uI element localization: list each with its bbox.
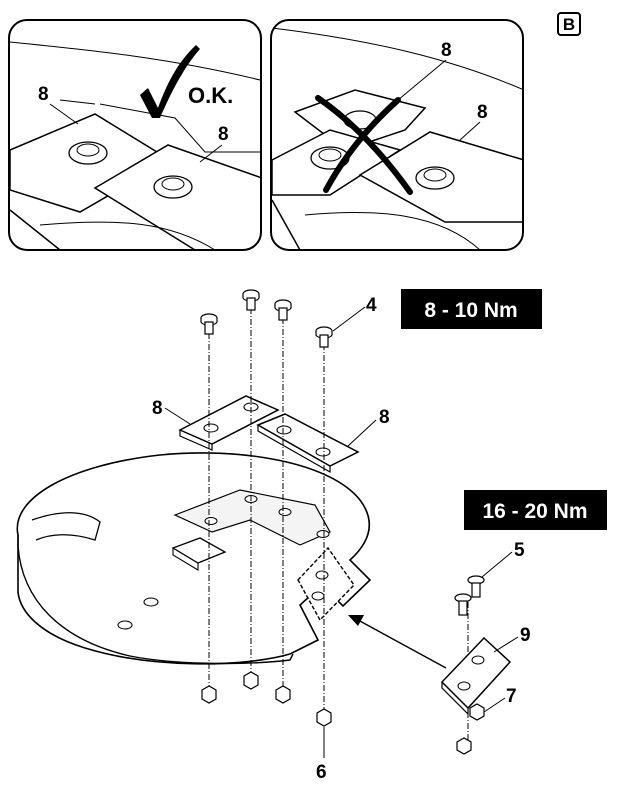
replacement-blade <box>440 636 512 710</box>
blade-screw-icon <box>454 575 485 616</box>
torque-upper: 8 - 10 Nm <box>424 299 517 322</box>
arrow-icon <box>348 615 447 669</box>
nut-icon <box>201 671 332 727</box>
callout-plate-ok-right: 8 <box>218 124 229 145</box>
cross-icon <box>315 95 413 195</box>
callout-plate-right: 8 <box>379 407 390 428</box>
detail-wrong-panel: 8 8 <box>270 19 524 251</box>
panel-letter: B <box>563 15 575 34</box>
exploded-view <box>16 289 512 755</box>
callout-plate-wrong-top: 8 <box>441 40 452 61</box>
mounting-plate-left <box>178 395 280 445</box>
disc-blade <box>297 546 355 622</box>
blade-nut-icon <box>456 703 485 755</box>
torque-box-upper: 8 - 10 Nm <box>401 289 542 329</box>
ok-label: O.K. <box>188 83 233 108</box>
detail-correct-panel: O.K. 8 8 <box>8 19 262 251</box>
callout-blade-nut: 7 <box>506 686 517 707</box>
callout-plate-left: 8 <box>152 398 163 419</box>
torque-lower: 16 - 20 Nm <box>482 500 587 523</box>
screw-icon <box>200 289 333 348</box>
callout-screw: 4 <box>366 295 377 316</box>
panel-letter-box: B <box>557 12 581 36</box>
callout-plate-ok-left: 8 <box>38 84 49 105</box>
callout-nut: 6 <box>316 762 327 783</box>
torque-box-lower: 16 - 20 Nm <box>464 490 607 530</box>
callout-blade-screw: 5 <box>514 540 525 561</box>
callout-plate-wrong-right: 8 <box>477 102 488 123</box>
check-icon <box>140 45 200 118</box>
callout-blade: 9 <box>520 625 531 646</box>
